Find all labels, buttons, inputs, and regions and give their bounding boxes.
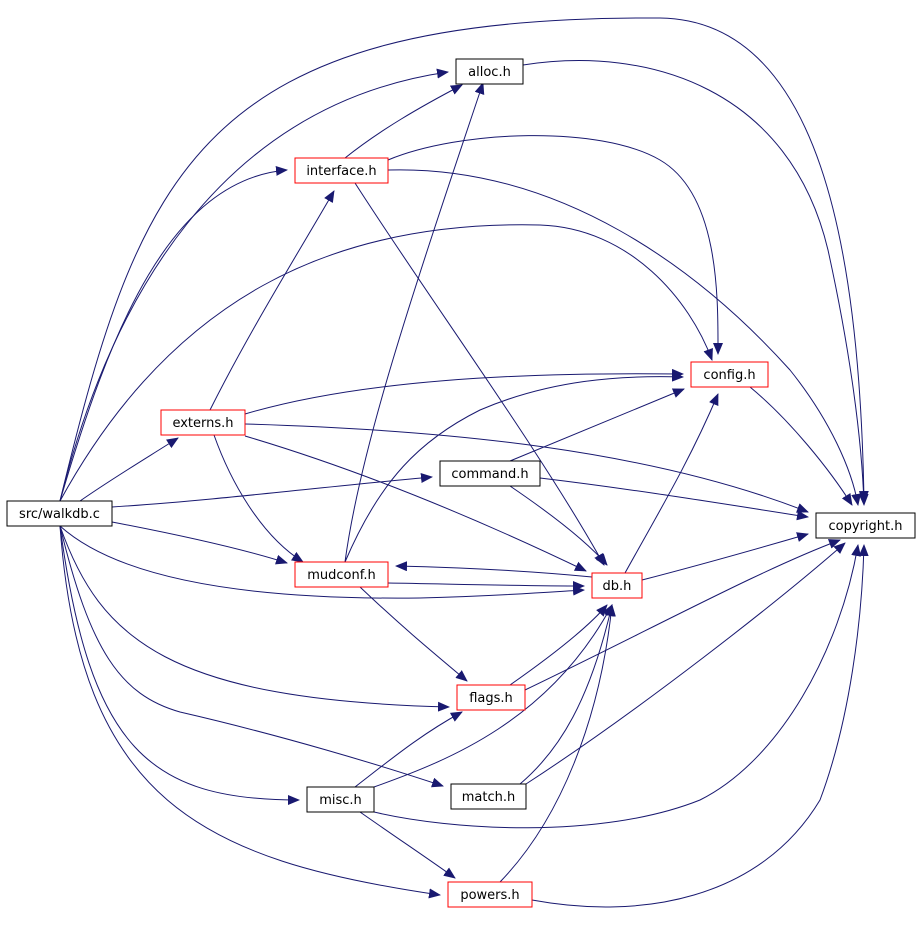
edge-match-to-copyright — [525, 542, 846, 785]
edge-interface-to-alloc — [344, 84, 463, 159]
node-box-interface — [294, 157, 389, 184]
edge-externs-to-db — [244, 435, 587, 572]
node-command[interactable]: command.h — [439, 460, 541, 487]
node-box-command — [439, 460, 541, 487]
edge-externs-to-mudconf — [213, 434, 304, 563]
node-label-mudconf: mudconf.h — [307, 568, 376, 583]
edge-misc-to-copyright — [373, 544, 862, 829]
edge-db-to-mudconf — [395, 561, 593, 578]
node-match[interactable]: match.h — [450, 783, 527, 810]
node-box-alloc — [455, 58, 524, 85]
node-powers[interactable]: powers.h — [447, 881, 533, 908]
node-box-config — [690, 361, 769, 388]
node-interface[interactable]: interface.h — [294, 157, 389, 184]
edge-walkdb-to-flags — [59, 525, 450, 712]
node-box-copyright — [815, 512, 916, 539]
node-walkdb: src/walkdb.c — [6, 500, 113, 527]
edge-powers-to-copyright — [531, 544, 869, 908]
edge-walkdb-to-powers — [59, 525, 441, 899]
node-copyright[interactable]: copyright.h — [815, 512, 916, 539]
edge-walkdb-to-misc — [59, 525, 300, 805]
node-db[interactable]: db.h — [591, 572, 643, 599]
node-label-config: config.h — [703, 368, 755, 383]
edge-flags-to-db — [509, 604, 608, 686]
node-config[interactable]: config.h — [690, 361, 769, 388]
node-flags[interactable]: flags.h — [456, 684, 526, 711]
edge-misc-to-db — [373, 604, 613, 788]
edge-walkdb-to-alloc — [59, 68, 449, 502]
edge-match-to-db — [519, 604, 615, 785]
edge-interface-to-db — [354, 182, 605, 566]
edge-mudconf-to-flags — [359, 586, 468, 682]
edge-mudconf-to-alloc — [344, 82, 485, 563]
node-label-flags: flags.h — [469, 691, 513, 706]
edge-misc-to-powers — [359, 811, 456, 879]
node-label-externs: externs.h — [172, 416, 233, 431]
edge-externs-to-interface — [209, 190, 335, 411]
node-alloc[interactable]: alloc.h — [455, 58, 524, 85]
edge-externs-to-config — [244, 368, 684, 415]
edge-db-to-copyright — [641, 532, 809, 581]
node-label-command: command.h — [451, 467, 528, 482]
edge-db-to-config — [624, 393, 719, 574]
node-box-db — [591, 572, 643, 599]
node-mudconf[interactable]: mudconf.h — [294, 561, 389, 588]
edge-command-to-config — [509, 388, 685, 462]
edge-walkdb-to-copyright — [59, 17, 869, 503]
edge-walkdb-to-db — [59, 525, 585, 599]
edge-powers-to-db — [499, 604, 616, 883]
node-box-flags — [456, 684, 526, 711]
edge-mudconf-to-db — [387, 580, 585, 591]
node-label-interface: interface.h — [306, 164, 376, 179]
edge-flags-to-copyright — [524, 539, 841, 691]
edge-alloc-to-copyright — [522, 60, 869, 506]
edge-walkdb-to-externs — [79, 437, 179, 502]
edge-config-to-copyright — [749, 386, 853, 506]
node-layer: src/walkdb.c alloc.h interface.h config.h ex… — [6, 58, 916, 908]
edge-walkdb-to-command — [111, 472, 433, 508]
edge-walkdb-to-mudconf — [111, 521, 288, 565]
edge-command-to-copyright — [539, 477, 809, 521]
edge-interface-to-copyright — [387, 169, 862, 506]
node-label-alloc: alloc.h — [468, 65, 511, 80]
node-box-misc — [306, 786, 375, 813]
edge-command-to-db — [509, 485, 608, 566]
node-box-mudconf — [294, 561, 389, 588]
edge-walkdb-to-interface — [59, 165, 288, 502]
node-label-powers: powers.h — [460, 888, 519, 903]
node-box-match — [450, 783, 527, 810]
node-label-copyright: copyright.h — [829, 519, 903, 534]
node-label-misc: misc.h — [319, 793, 362, 808]
node-misc[interactable]: misc.h — [306, 786, 375, 813]
edge-walkdb-to-config — [59, 224, 713, 502]
edge-misc-to-flags — [354, 711, 463, 788]
edge-mudconf-to-config — [344, 371, 684, 563]
node-box-walkdb — [6, 500, 113, 527]
node-label-match: match.h — [462, 790, 516, 805]
node-box-powers — [447, 881, 533, 908]
edge-layer — [59, 17, 869, 908]
edge-walkdb-to-match — [59, 525, 444, 788]
node-label-db: db.h — [603, 579, 632, 594]
edge-interface-to-config — [387, 135, 724, 355]
node-externs[interactable]: externs.h — [160, 409, 246, 436]
node-box-externs — [160, 409, 246, 436]
node-label-walkdb: src/walkdb.c — [19, 507, 100, 522]
